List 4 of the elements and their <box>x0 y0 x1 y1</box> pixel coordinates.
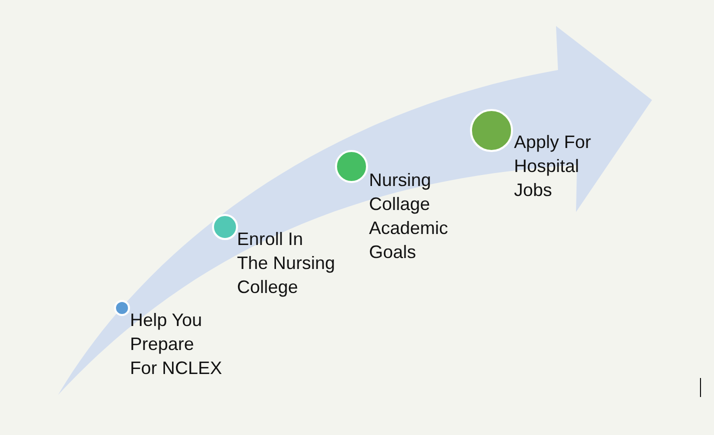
milestone-label: Help You Prepare For NCLEX <box>130 309 224 380</box>
milestone-label: Nursing Collage Academic Goals <box>369 169 450 264</box>
milestone-label: Enroll In The Nursing College <box>237 228 336 299</box>
milestone-label: Apply For Hospital Jobs <box>514 131 592 202</box>
